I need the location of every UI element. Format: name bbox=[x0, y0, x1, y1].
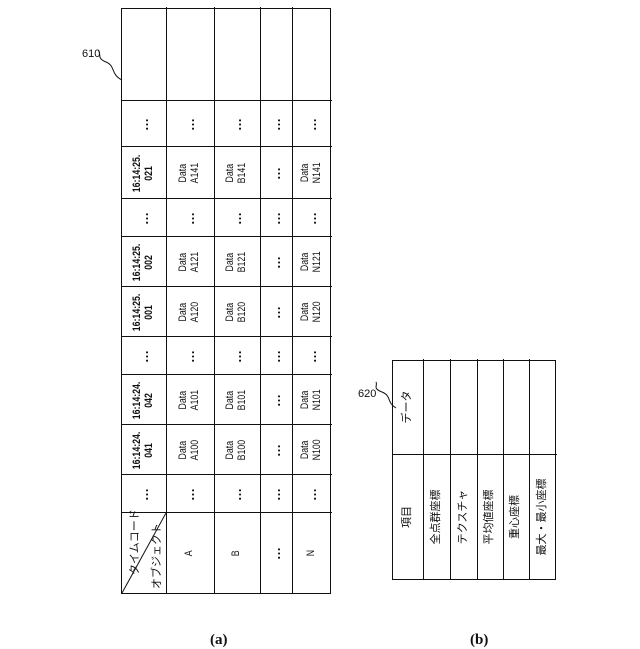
cell-ellipsis: … bbox=[214, 475, 260, 513]
cell-ellipsis: … bbox=[260, 425, 292, 475]
data-cell-empty bbox=[423, 359, 450, 455]
header-ellipsis: … bbox=[122, 337, 166, 375]
data-cell: Data A121 bbox=[166, 237, 214, 287]
data-cell: Data B101 bbox=[214, 375, 260, 425]
cell-ellipsis: … bbox=[214, 101, 260, 147]
cell-ellipsis: … bbox=[260, 101, 292, 147]
data-cell: Data A141 bbox=[166, 147, 214, 199]
data-cell: Data B120 bbox=[214, 287, 260, 337]
object-label: A bbox=[166, 513, 214, 593]
ref-620-leader bbox=[374, 380, 400, 412]
data-cell-empty bbox=[529, 359, 557, 455]
cell-ellipsis: … bbox=[260, 337, 292, 375]
data-cell: Data N101 bbox=[292, 375, 332, 425]
cell-ellipsis: … bbox=[292, 475, 332, 513]
timecode-object-table: タイムコードオブジェクト…16:14:24. 04116:14:24. 042…… bbox=[121, 8, 331, 594]
cell-ellipsis: … bbox=[260, 375, 292, 425]
cell-ellipsis: … bbox=[214, 337, 260, 375]
cell-ellipsis: … bbox=[166, 475, 214, 513]
object-label: B bbox=[214, 513, 260, 593]
corner-label-timecode: タイムコード bbox=[126, 509, 142, 575]
data-cell: Data A101 bbox=[166, 375, 214, 425]
item-cell: 最大・最小座標 bbox=[529, 455, 557, 579]
cell-ellipsis: … bbox=[214, 199, 260, 237]
cell-ellipsis: … bbox=[260, 475, 292, 513]
header-ellipsis: … bbox=[122, 199, 166, 237]
item-cell: 全点群座標 bbox=[423, 455, 450, 579]
caption-b: (b) bbox=[470, 632, 488, 649]
cell-ellipsis: … bbox=[260, 287, 292, 337]
item-cell: テクスチャ bbox=[450, 455, 477, 579]
data-cell: Data N100 bbox=[292, 425, 332, 475]
item-cell: 重心座標 bbox=[503, 455, 529, 579]
cell-ellipsis: … bbox=[166, 337, 214, 375]
header-ellipsis: … bbox=[122, 475, 166, 513]
corner-label-object: オブジェクト bbox=[148, 523, 164, 589]
cell-ellipsis: … bbox=[292, 199, 332, 237]
caption-a: (a) bbox=[210, 632, 228, 649]
header-item: 項目 bbox=[393, 455, 423, 579]
data-cell: Data B121 bbox=[214, 237, 260, 287]
data-cell: Data A120 bbox=[166, 287, 214, 337]
timecode-header: 16:14:25. 021 bbox=[122, 147, 166, 199]
timecode-header: 16:14:25. 002 bbox=[122, 237, 166, 287]
cell-ellipsis: … bbox=[292, 101, 332, 147]
timecode-header: 16:14:24. 041 bbox=[122, 425, 166, 475]
data-cell: Data B141 bbox=[214, 147, 260, 199]
item-data-table: 項目データ全点群座標テクスチャ平均値座標重心座標最大・最小座標 bbox=[392, 360, 556, 580]
data-cell: Data N141 bbox=[292, 147, 332, 199]
data-cell-empty bbox=[450, 359, 477, 455]
object-label: … bbox=[260, 513, 292, 593]
object-label: N bbox=[292, 513, 332, 593]
cell-ellipsis: … bbox=[292, 337, 332, 375]
data-cell: Data N121 bbox=[292, 237, 332, 287]
data-cell: Data N120 bbox=[292, 287, 332, 337]
timecode-header: 16:14:24. 042 bbox=[122, 375, 166, 425]
cell-ellipsis: … bbox=[260, 147, 292, 199]
header-ellipsis: … bbox=[122, 101, 166, 147]
data-cell: Data A100 bbox=[166, 425, 214, 475]
data-cell: Data B100 bbox=[214, 425, 260, 475]
data-cell-empty bbox=[477, 359, 503, 455]
cell-ellipsis: … bbox=[260, 199, 292, 237]
cell-ellipsis: … bbox=[166, 199, 214, 237]
item-cell: 平均値座標 bbox=[477, 455, 503, 579]
timecode-header: 16:14:25. 001 bbox=[122, 287, 166, 337]
cell-ellipsis: … bbox=[166, 101, 214, 147]
ref-610-leader bbox=[96, 44, 126, 84]
cell-ellipsis: … bbox=[260, 237, 292, 287]
data-cell-empty bbox=[503, 359, 529, 455]
